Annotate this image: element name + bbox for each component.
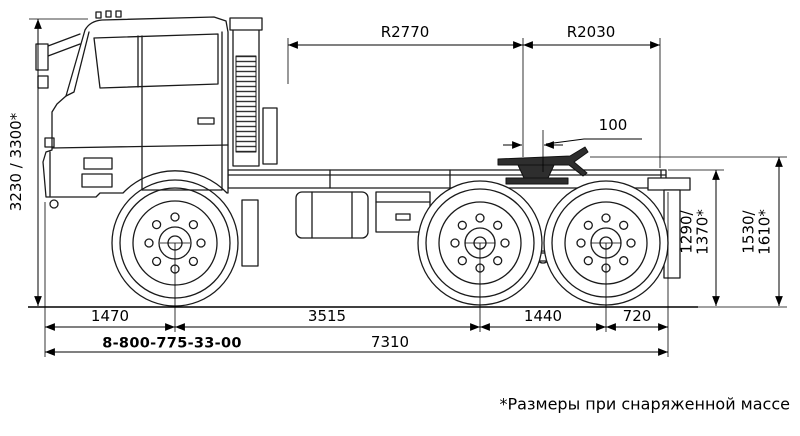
footnote: *Размеры при снаряженной массе	[499, 394, 790, 414]
fuel-tank	[295, 191, 369, 239]
dim-fifth-wheel-lead-leader	[545, 138, 642, 145]
roof-marker-light	[115, 10, 122, 18]
roof-marker-light	[95, 11, 102, 19]
dim-label-radius-front: R2770	[380, 23, 430, 42]
cab	[42, 10, 229, 198]
dim-label-wheelbase: 3515	[307, 307, 347, 326]
cab-glass	[93, 33, 219, 89]
dim-label-frame-height-line2: 1370*	[693, 209, 711, 255]
dimension-lines	[28, 18, 787, 357]
extension-lines	[29, 18, 787, 357]
dim-label-front-overhang: 1470	[90, 307, 130, 326]
phone-number: 8-800-775-33-00	[102, 335, 242, 352]
a-pillar	[65, 31, 90, 97]
dim-label-bogie-base: 1440	[523, 307, 563, 326]
dim-label-fifth-wheel-lead: 100	[598, 116, 628, 135]
dim-label-saddle-height-line2: 1610*	[755, 209, 773, 255]
door-handle	[197, 117, 215, 125]
dim-label-rear-overhang: 720	[622, 307, 652, 326]
headlight	[44, 137, 55, 148]
dim-label-frame-height: 1290/ 1370*	[677, 209, 711, 255]
dim-label-saddle-height: 1530/ 1610*	[739, 209, 773, 255]
tow-hook	[49, 199, 59, 209]
front-mudflap	[241, 199, 259, 267]
dim-label-overall-height: 3230 / 3300*	[7, 112, 26, 212]
cab-step-lower	[81, 173, 113, 188]
roof-marker-light	[105, 10, 112, 18]
truck	[35, 10, 691, 307]
cab-step-upper	[83, 157, 113, 170]
air-intake-stack	[229, 17, 263, 167]
muffler	[262, 107, 278, 165]
dim-label-overall-length: 7310	[370, 333, 410, 352]
dim-label-radius-rear: R2030	[566, 23, 616, 42]
